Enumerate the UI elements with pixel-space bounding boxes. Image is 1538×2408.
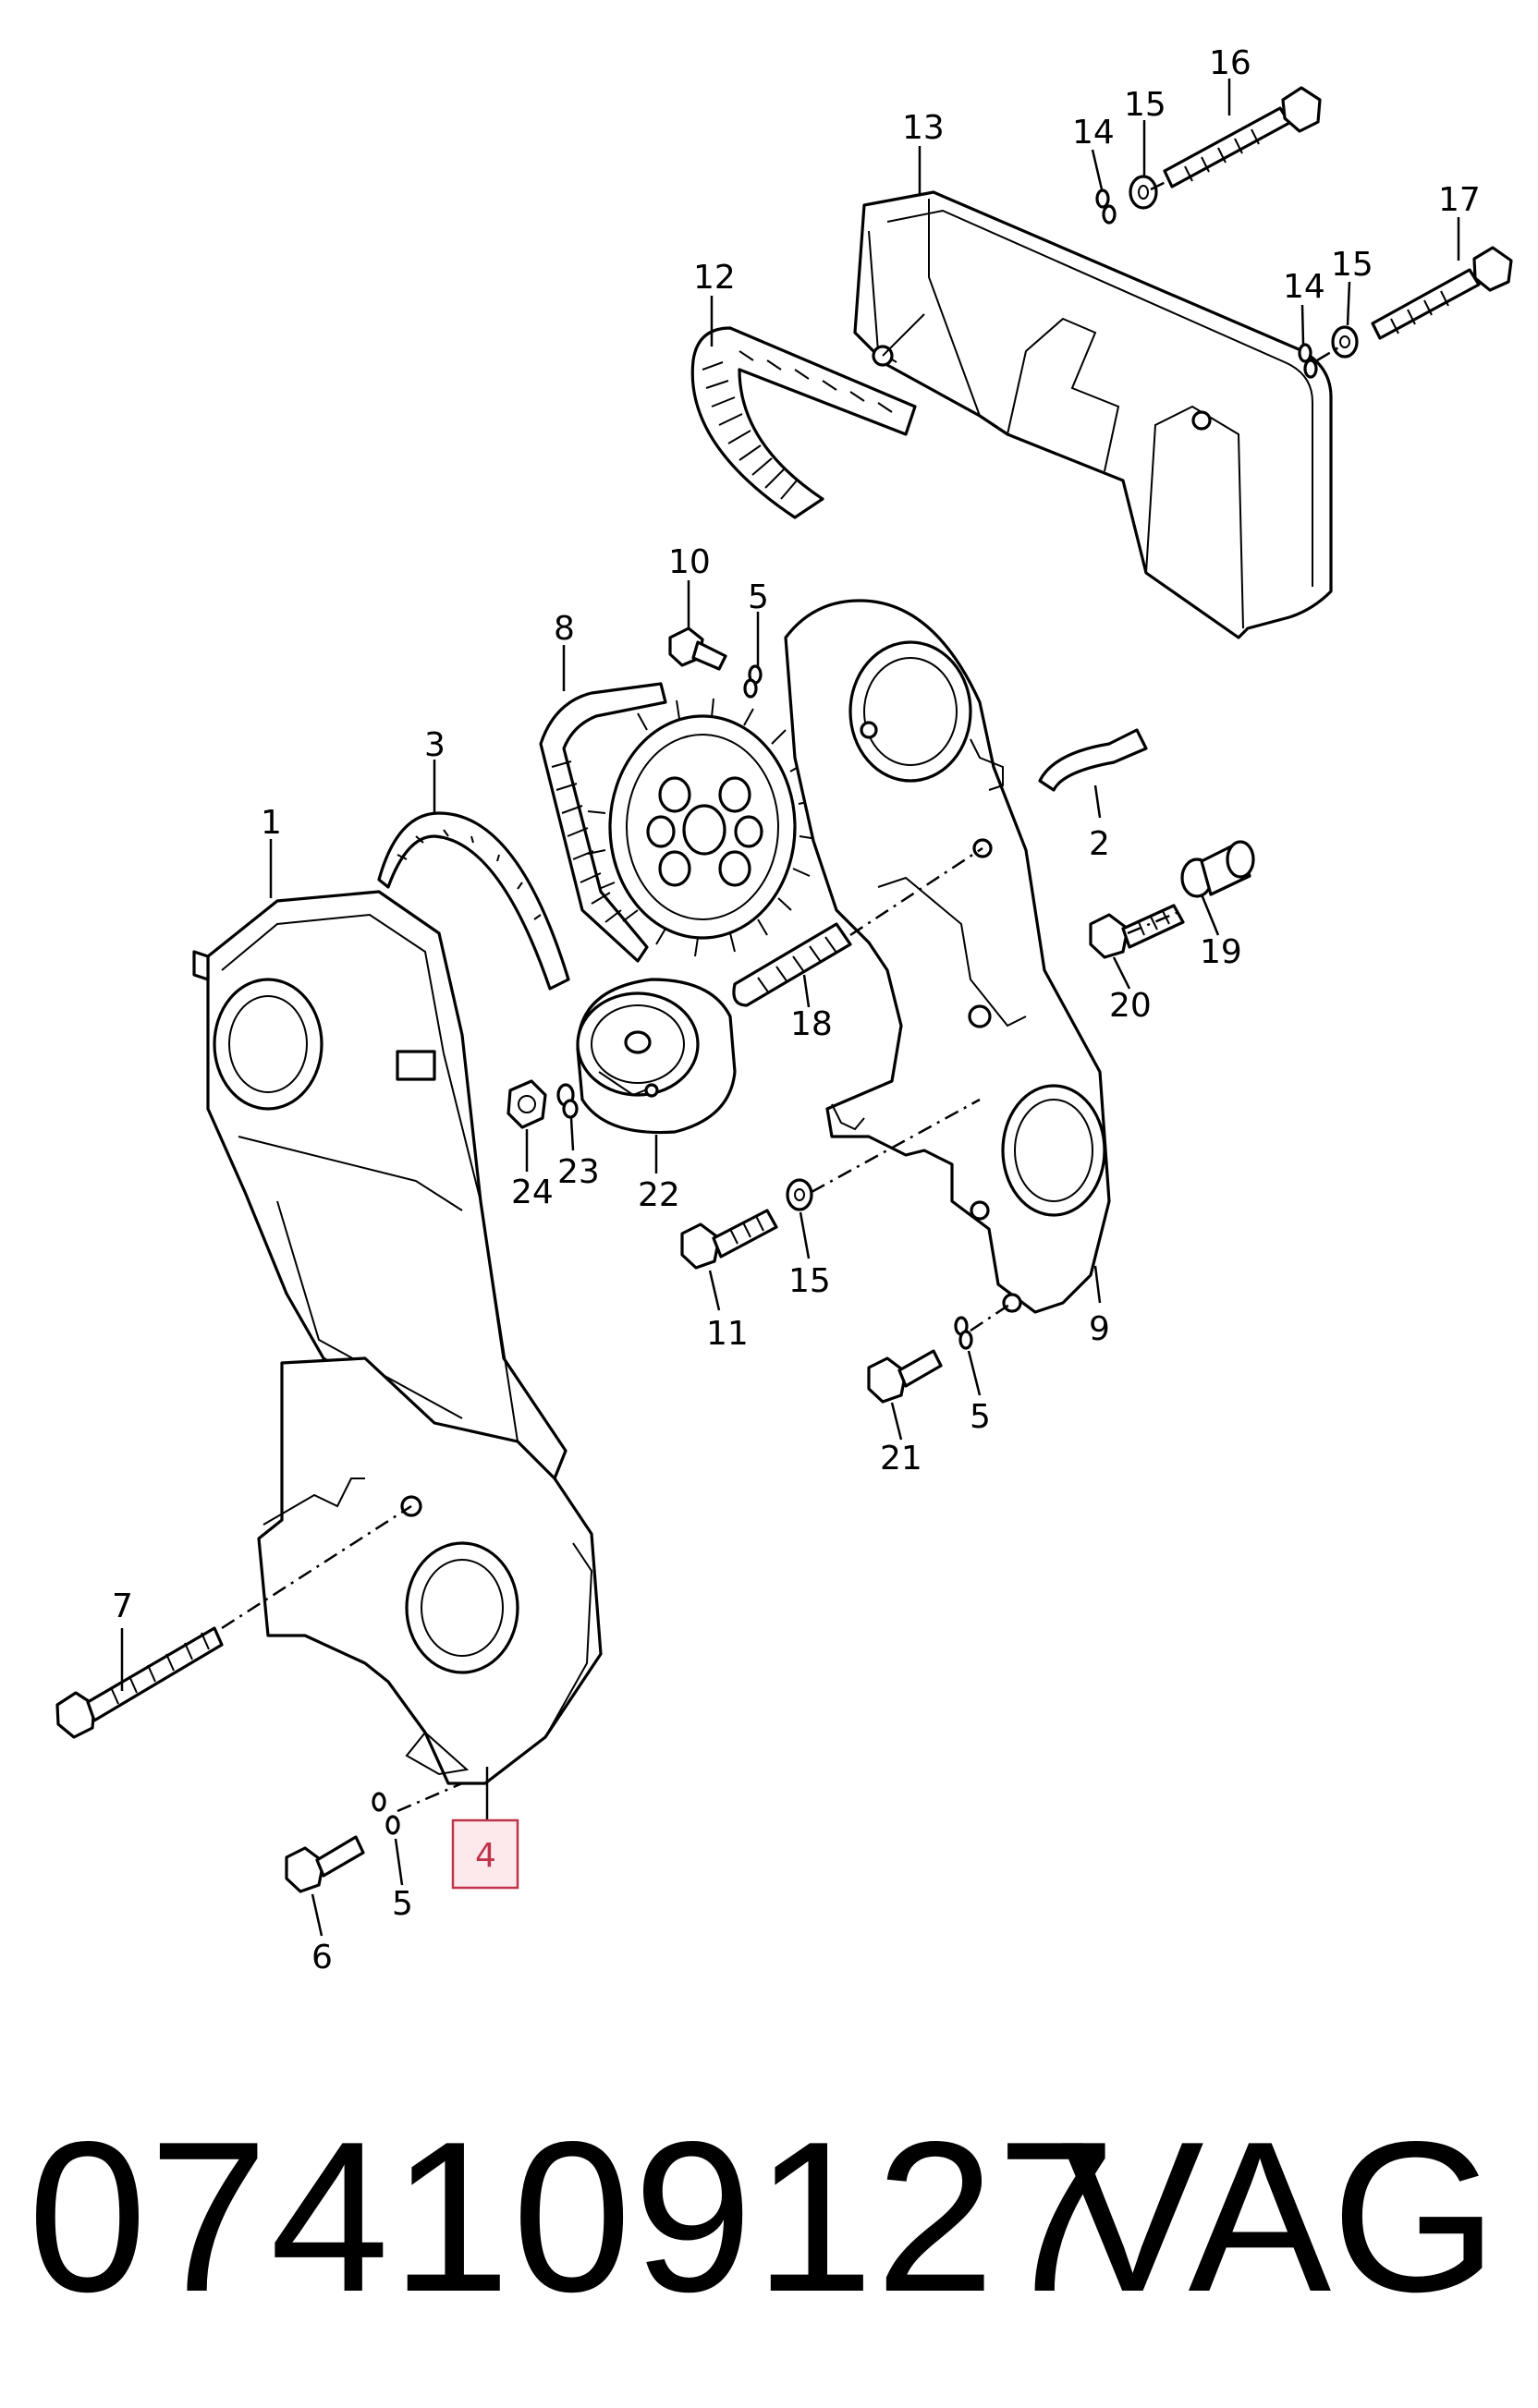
part-19-spacer (1180, 840, 1255, 898)
part-21-bolt (867, 1349, 943, 1404)
callout-23: 23 (557, 1153, 600, 1191)
callout-9: 9 (1089, 1310, 1110, 1348)
callout-4: 4 (475, 1837, 496, 1875)
part-14-washer-upper (1095, 189, 1117, 225)
callout-11: 11 (706, 1315, 749, 1353)
part-20-bolt (1089, 904, 1185, 959)
callout-5-left: 5 (392, 1885, 413, 1923)
leader-lines (120, 79, 1460, 1937)
part-5-washer-upper (743, 664, 763, 699)
callout-15-lower: 15 (1331, 246, 1373, 284)
part-8-toothed-belt (539, 682, 667, 963)
part-22-tensioner (576, 978, 737, 1135)
part-16-long-bolt (1163, 86, 1322, 189)
callout-10: 10 (668, 543, 711, 581)
brand-name: VAG (1061, 2098, 1498, 2337)
callout-16: 16 (1209, 44, 1251, 82)
callout-24: 24 (511, 1174, 554, 1211)
callout-6: 6 (311, 1939, 333, 1976)
callout-8: 8 (554, 610, 575, 648)
exploded-parts-diagram: 1 2 3 4 5 5 5 6 7 8 9 10 11 12 13 14 14 … (55, 44, 1513, 1976)
callout-5-right: 5 (970, 1398, 991, 1436)
part-6-bolt (285, 1835, 365, 1893)
part-9-rear-panel (784, 599, 1111, 1314)
part-5-washer-right (954, 1316, 973, 1350)
part-12-toothed-belt (690, 326, 917, 519)
camshaft-sprocket (587, 698, 818, 957)
part-4-lower-cover (257, 1356, 603, 1785)
callout-14-lower: 14 (1283, 268, 1325, 306)
part-14-washer-lower (1298, 343, 1318, 379)
callout-17: 17 (1438, 181, 1481, 219)
callout-20: 20 (1109, 987, 1152, 1025)
part-7-long-bolt (55, 1626, 224, 1739)
part-17-long-bolt (1371, 246, 1513, 340)
callout-12: 12 (693, 259, 736, 297)
part-18-stud (732, 922, 852, 1007)
part-23-washer (556, 1083, 579, 1119)
callout-15-middle: 15 (788, 1262, 831, 1300)
callout-14-upper: 14 (1072, 114, 1115, 152)
callout-22: 22 (638, 1176, 680, 1214)
callout-2: 2 (1089, 825, 1110, 863)
callout-1: 1 (261, 804, 282, 842)
part-15-washer-middle (786, 1178, 813, 1211)
callout-5-upper: 5 (748, 578, 769, 616)
callout-15-upper: 15 (1124, 86, 1166, 124)
part-15-washer-upper (1129, 175, 1158, 210)
assembly-lines (221, 178, 1341, 1813)
callout-21: 21 (880, 1440, 922, 1478)
part-number: 074109127 (28, 2098, 1118, 2337)
callout-19: 19 (1200, 933, 1242, 971)
callout-3: 3 (424, 726, 446, 764)
part-2-clip (1038, 728, 1148, 792)
part-10-bolt (668, 626, 727, 671)
callout-7: 7 (112, 1587, 133, 1625)
part-24-nut (507, 1079, 547, 1129)
callout-13: 13 (902, 109, 945, 147)
callout-18: 18 (790, 1005, 833, 1043)
footer: 074109127 VAG (0, 2107, 1538, 2329)
part-15-washer-lower (1331, 325, 1359, 359)
part-5-washer-left (372, 1792, 400, 1835)
part-11-bolt (680, 1209, 778, 1270)
part-1-timing-cover (192, 890, 568, 1497)
callout-4-highlight-box (451, 1818, 519, 1890)
part-3-backing-plate (377, 811, 570, 991)
callout-labels: 1 2 3 4 5 5 5 6 7 8 9 10 11 12 13 14 14 … (112, 44, 1481, 1976)
part-13-upper-cover (853, 190, 1333, 639)
